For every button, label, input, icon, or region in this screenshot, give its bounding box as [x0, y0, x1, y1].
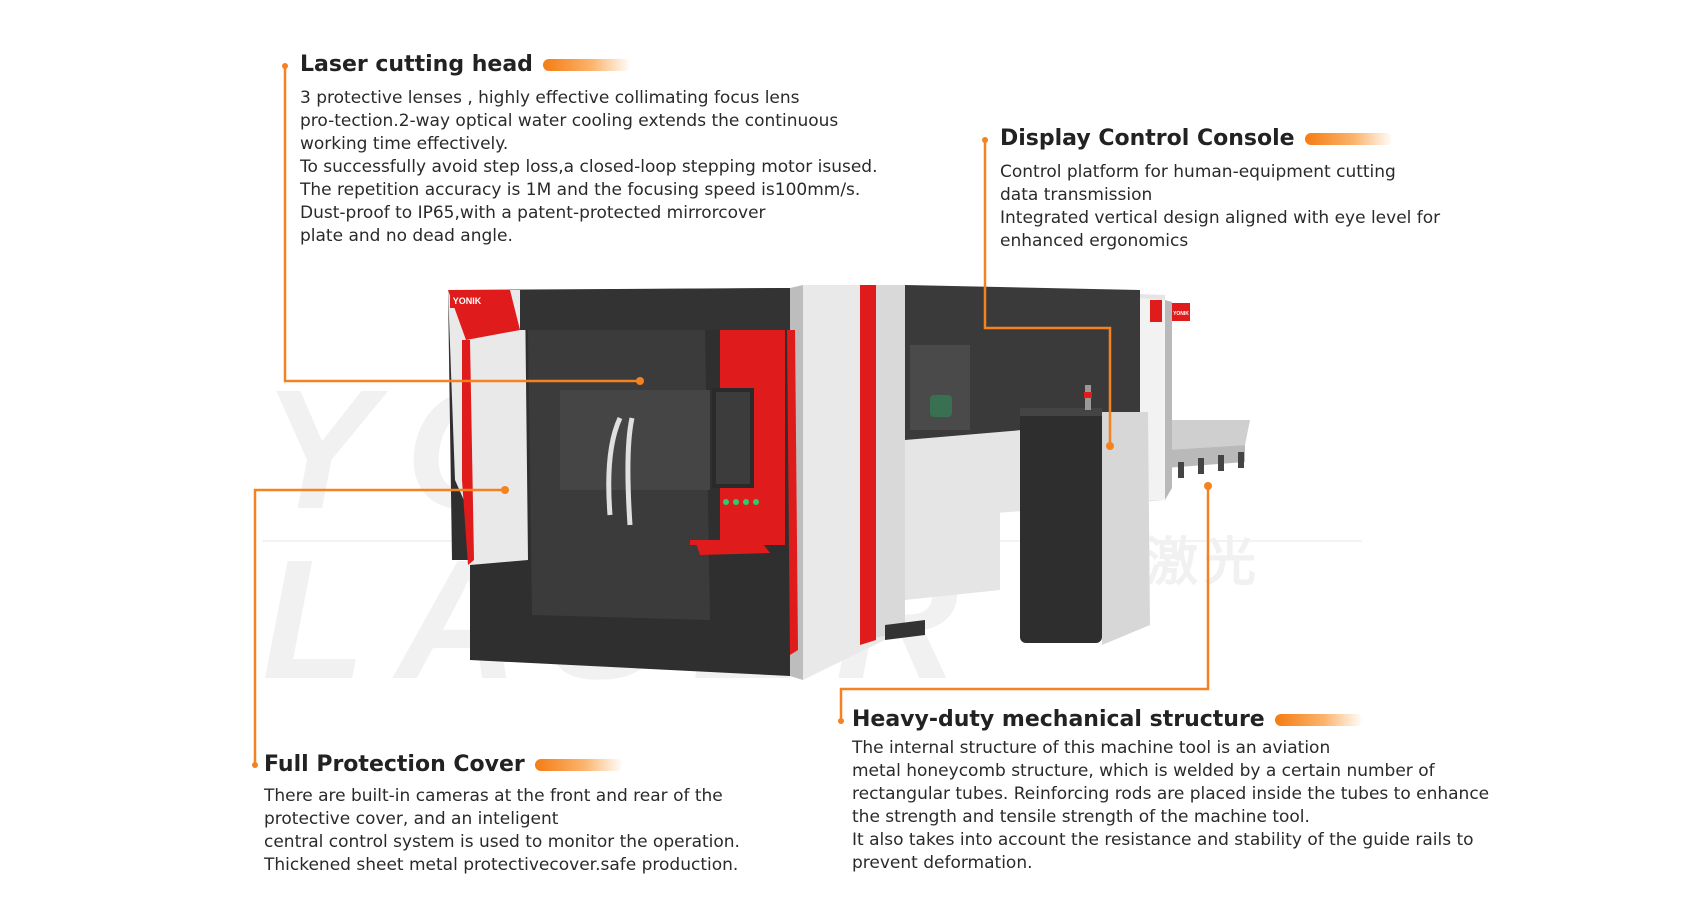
description-line: protective cover, and an inteligent: [264, 809, 559, 830]
console-title: Display Control Console: [1000, 126, 1440, 152]
title-accent-bar: [1304, 133, 1393, 146]
description-line: Dust-proof to IP65,with a patent-protect…: [300, 203, 766, 224]
console-description: Control platform for human-equipment cut…: [1000, 161, 1440, 253]
callout-laser-head: Laser cutting head 3 protective lenses ,…: [300, 52, 877, 248]
structure-description: The internal structure of this machine t…: [852, 737, 1489, 875]
cover-title: Full Protection Cover: [264, 752, 740, 778]
callout-dot: [982, 137, 988, 143]
title-accent-bar: [542, 59, 631, 72]
title-accent-bar: [534, 759, 623, 772]
description-line: data transmission: [1000, 185, 1153, 206]
description-line: It also takes into account the resistanc…: [852, 830, 1474, 851]
description-line: central control system is used to monito…: [264, 832, 740, 853]
brand-badge-left: YONIK: [453, 296, 482, 306]
callout-structure: Heavy-duty mechanical structure The inte…: [852, 707, 1489, 875]
description-line: Integrated vertical design aligned with …: [1000, 208, 1441, 229]
callout-dot: [252, 762, 258, 768]
structure-title: Heavy-duty mechanical structure: [852, 707, 1489, 733]
leader-lines: [253, 66, 1210, 766]
description-line: metal honeycomb structure, which is weld…: [852, 761, 1435, 782]
control-console: [1020, 385, 1150, 645]
description-line: pro-tection.2-way optical water cooling …: [300, 111, 839, 132]
callout-cover: Full Protection Cover There are built-in…: [264, 752, 740, 877]
description-line: enhanced ergonomics: [1000, 231, 1189, 252]
description-line: plate and no dead angle.: [300, 226, 513, 247]
description-line: working time effectively.: [300, 134, 509, 155]
cover-description: There are built-in cameras at the front …: [264, 785, 740, 877]
description-line: There are built-in cameras at the front …: [264, 786, 723, 807]
callout-dot: [838, 718, 844, 724]
callout-dot: [282, 63, 288, 69]
description-line: To successfully avoid step loss,a closed…: [300, 157, 878, 178]
description-line: The repetition accuracy is 1M and the fo…: [300, 180, 861, 201]
callout-console: Display Control Console Control platform…: [1000, 126, 1440, 253]
description-line: Control platform for human-equipment cut…: [1000, 162, 1396, 183]
laser-head-description: 3 protective lenses , highly effective c…: [300, 87, 877, 248]
leader-console: [983, 142, 1112, 446]
leader-cover: [253, 488, 505, 766]
description-line: the strength and tensile strength of the…: [852, 807, 1310, 828]
leader-structure: [839, 486, 1210, 722]
description-line: 3 protective lenses , highly effective c…: [300, 88, 800, 109]
laser-head-title: Laser cutting head: [300, 52, 877, 78]
title-accent-bar: [1274, 714, 1363, 727]
exchange-table: [1160, 420, 1250, 478]
description-line: Thickened sheet metal protectivecover.sa…: [264, 855, 739, 876]
description-line: rectangular tubes. Reinforcing rods are …: [852, 784, 1490, 805]
description-line: prevent deformation.: [852, 853, 1033, 874]
machine-main-enclosure: YONIK: [448, 285, 925, 680]
leader-laser-head: [283, 66, 640, 383]
brand-badge-right: YONIK: [1173, 311, 1189, 317]
description-line: The internal structure of this machine t…: [852, 738, 1331, 759]
